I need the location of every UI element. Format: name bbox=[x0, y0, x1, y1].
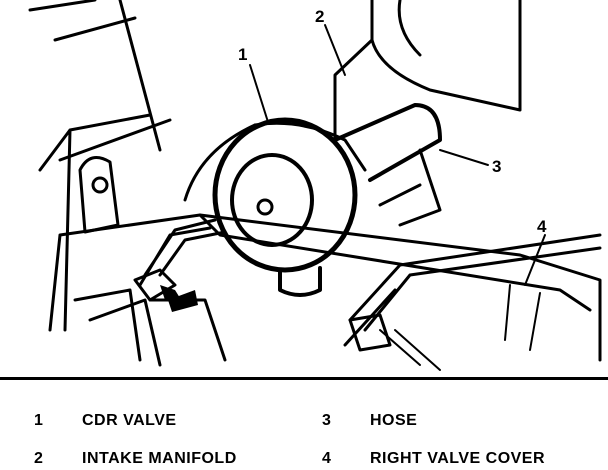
hose-shape bbox=[333, 103, 442, 182]
engine-outline-left bbox=[28, 0, 172, 162]
leader-line-4 bbox=[524, 234, 546, 286]
legend-label-4: RIGHT VALVE COVER bbox=[370, 450, 546, 467]
leader-line-2 bbox=[324, 24, 346, 76]
intake-manifold-shape bbox=[333, 0, 522, 142]
engine-illustration: 1 2 3 4 bbox=[28, 0, 602, 371]
callout-2: 2 bbox=[315, 7, 324, 26]
legend-label-3: HOSE bbox=[370, 412, 418, 429]
legend-label-2: INTAKE MANIFOLD bbox=[82, 450, 237, 467]
legend-number-1: 1 bbox=[34, 412, 44, 429]
legend-label-1: CDR VALVE bbox=[82, 412, 177, 429]
legend-divider bbox=[0, 377, 608, 380]
callout-3: 3 bbox=[492, 157, 501, 176]
bracket-tab bbox=[78, 156, 120, 234]
valve-cover-shape bbox=[48, 213, 602, 362]
callout-1: 1 bbox=[238, 45, 247, 64]
legend-number-4: 4 bbox=[322, 450, 332, 467]
legend-number-3: 3 bbox=[322, 412, 332, 429]
callout-4: 4 bbox=[537, 217, 547, 236]
engine-block-left bbox=[38, 113, 152, 332]
leader-line-3 bbox=[439, 149, 489, 166]
leader-line-1 bbox=[249, 64, 269, 123]
cdr-valve-fitting bbox=[278, 266, 322, 297]
legend-number-2: 2 bbox=[34, 450, 44, 467]
cdr-valve-body bbox=[212, 117, 358, 273]
harness-left bbox=[138, 218, 227, 287]
